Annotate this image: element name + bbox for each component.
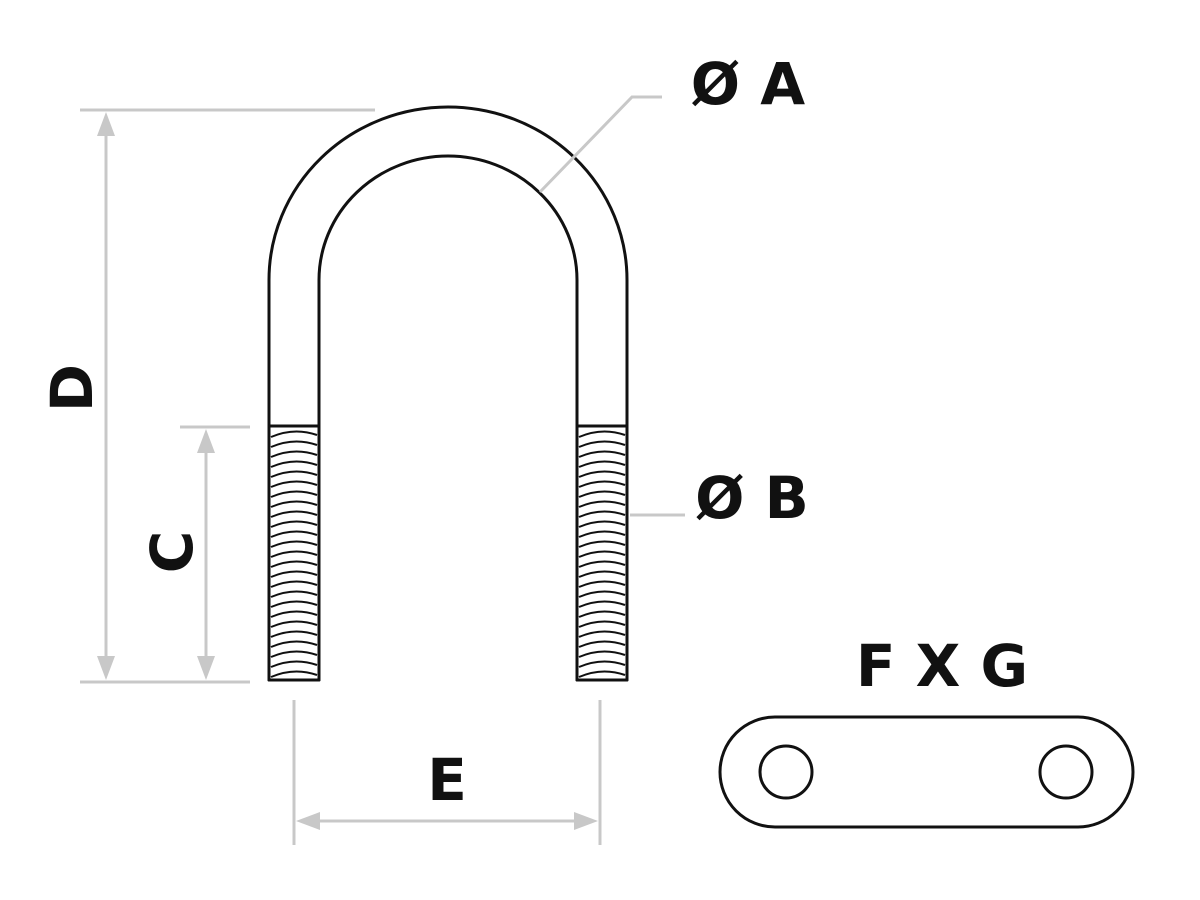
label-diameter-b: Ø B <box>695 464 809 532</box>
thread-line <box>270 670 318 678</box>
thread-line <box>578 460 626 468</box>
thread-line <box>578 570 626 578</box>
thread-line <box>578 450 626 458</box>
thread-line <box>578 640 626 648</box>
thread-line <box>578 580 626 588</box>
thread-line <box>270 530 318 538</box>
thread-line <box>578 530 626 538</box>
thread-line <box>578 560 626 568</box>
plate-hole-right <box>1038 744 1094 800</box>
thread-line <box>270 450 318 458</box>
d-arrow-bottom <box>97 656 115 680</box>
thread-line <box>270 640 318 648</box>
thread-line <box>578 470 626 478</box>
dimension-e <box>292 700 602 845</box>
dimension-d <box>80 108 375 684</box>
backing-plate <box>718 715 1135 829</box>
u-bolt-inner-edge <box>317 154 579 682</box>
thread-line <box>270 610 318 618</box>
thread-line <box>578 440 626 448</box>
thread-line <box>578 540 626 548</box>
thread-line <box>270 430 318 438</box>
thread-line <box>578 610 626 618</box>
label-c: C <box>138 531 206 574</box>
left-thread <box>270 430 318 678</box>
thread-line <box>270 660 318 668</box>
thread-line <box>578 480 626 488</box>
dimension-c <box>180 425 250 680</box>
thread-line <box>578 670 626 678</box>
plate-outline <box>718 715 1135 829</box>
label-e: E <box>427 746 467 814</box>
plate-hole-left <box>758 744 814 800</box>
right-thread <box>578 430 626 678</box>
d-arrow-top <box>97 112 115 136</box>
thread-line <box>578 510 626 518</box>
thread-line <box>270 560 318 568</box>
thread-line <box>578 490 626 498</box>
thread-line <box>270 470 318 478</box>
thread-line <box>270 500 318 508</box>
thread-line <box>270 620 318 628</box>
thread-line <box>270 630 318 638</box>
c-arrow-top <box>197 429 215 453</box>
thread-line <box>578 660 626 668</box>
c-arrow-bottom <box>197 656 215 680</box>
thread-line <box>578 630 626 638</box>
thread-line <box>270 540 318 548</box>
a-leader-line <box>538 95 662 194</box>
thread-line <box>270 490 318 498</box>
thread-line <box>270 520 318 528</box>
thread-line <box>270 580 318 588</box>
e-arrow-left <box>296 812 320 830</box>
label-diameter-a: Ø A <box>691 50 805 118</box>
thread-line <box>270 440 318 448</box>
thread-line <box>270 480 318 488</box>
u-bolt-outer-edge <box>267 105 629 682</box>
u-bolt <box>267 105 629 682</box>
thread-line <box>270 550 318 558</box>
e-arrow-right <box>574 812 598 830</box>
thread-line <box>578 550 626 558</box>
thread-line <box>270 460 318 468</box>
thread-line <box>270 570 318 578</box>
thread-line <box>578 520 626 528</box>
label-fxg: F X G <box>856 632 1028 700</box>
thread-line <box>578 500 626 508</box>
thread-line <box>270 590 318 598</box>
label-d: D <box>38 364 106 412</box>
thread-line <box>578 430 626 438</box>
thread-line <box>578 650 626 658</box>
thread-line <box>578 590 626 598</box>
thread-line <box>270 650 318 658</box>
thread-line <box>270 600 318 608</box>
thread-line <box>270 510 318 518</box>
thread-line <box>578 620 626 628</box>
thread-line <box>578 600 626 608</box>
